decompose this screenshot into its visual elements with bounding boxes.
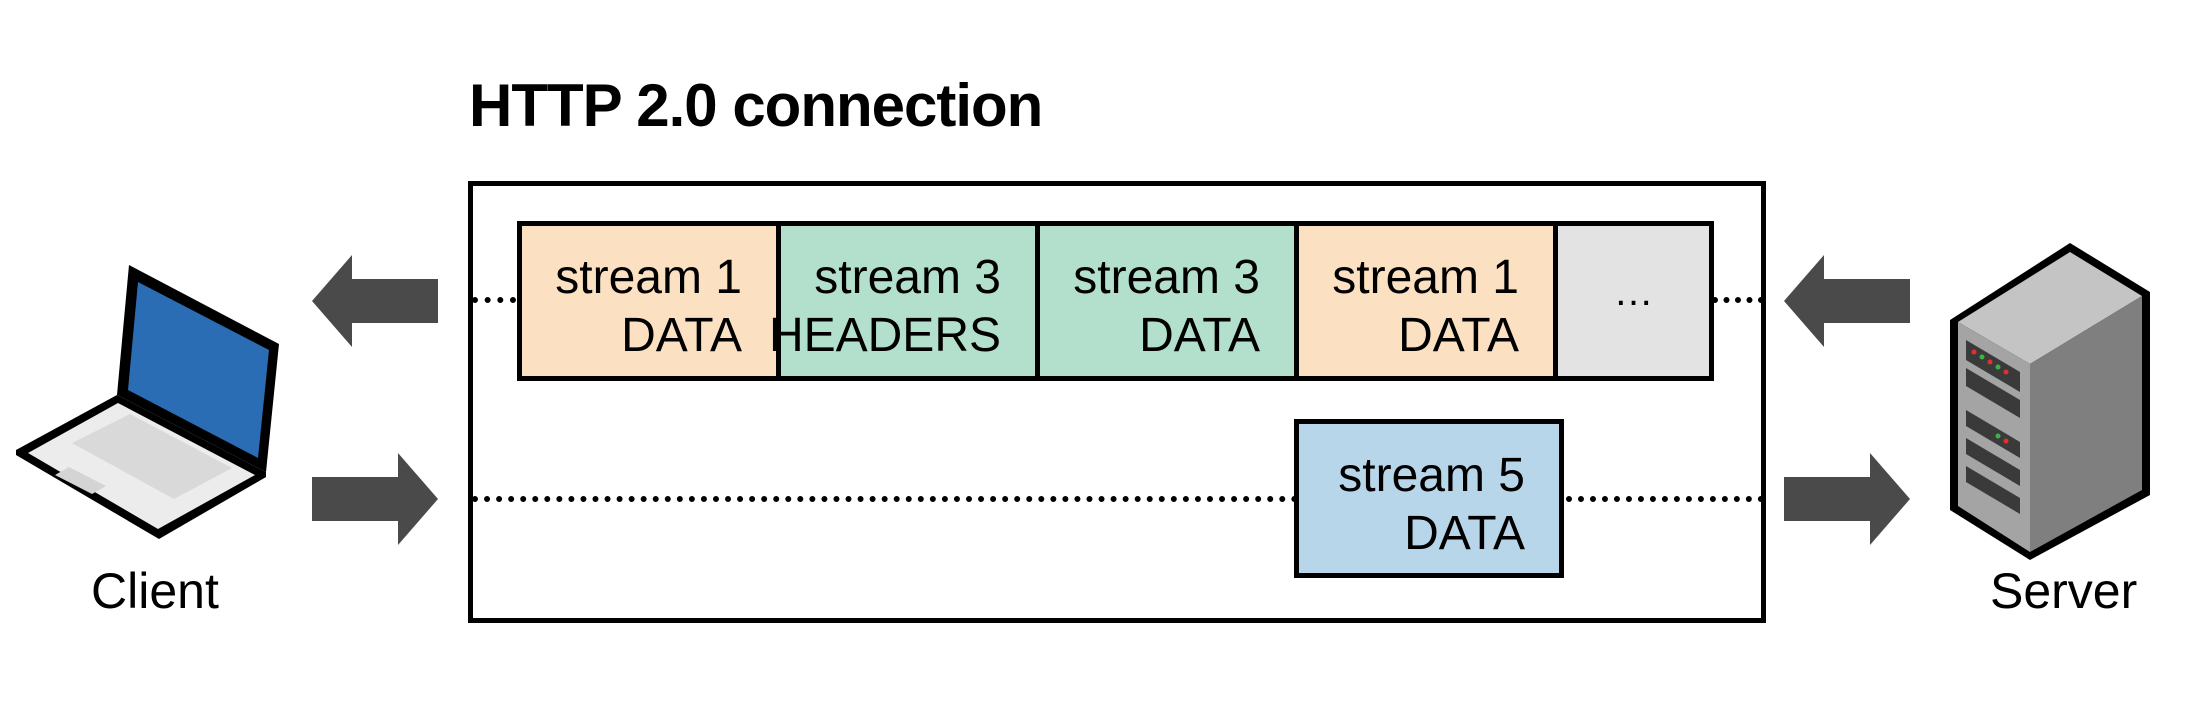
frame-line1: stream 3	[1073, 251, 1260, 304]
arrow-left-icon	[1784, 255, 1910, 347]
arrow-right-shape	[1784, 453, 1910, 545]
frame-ellipsis: …	[1553, 221, 1714, 381]
frame-line2: DATA	[1139, 309, 1260, 362]
bottom-line-right-dots	[1566, 496, 1764, 502]
frame-line2: DATA	[1404, 507, 1525, 560]
laptop-icon	[16, 265, 279, 539]
arrow-right-icon	[1784, 453, 1910, 545]
frame-line1: stream 1	[555, 251, 742, 304]
frame-line2: HEADERS	[768, 309, 1001, 362]
frame-stream3-data: stream 3 DATA	[1035, 221, 1299, 381]
arrow-left-icon	[312, 255, 438, 347]
top-line-left-dots	[472, 297, 516, 303]
arrow-left-shape	[1784, 255, 1910, 347]
ellipsis-text: …	[1613, 270, 1654, 314]
frame-stream5-data: stream 5 DATA	[1294, 419, 1564, 578]
frame-line1: stream 5	[1338, 449, 1525, 502]
arrow-left-shape	[312, 255, 438, 347]
frame-stream1-data-2: stream 1 DATA	[1294, 221, 1558, 381]
arrow-right-icon	[312, 453, 438, 545]
frame-line2: DATA	[1398, 309, 1519, 362]
frame-line1: stream 1	[1332, 251, 1519, 304]
frame-line2: DATA	[621, 309, 742, 362]
server-label: Server	[1990, 563, 2138, 619]
frame-stream3-headers: stream 3 HEADERS	[769, 221, 1040, 381]
client-label: Client	[91, 563, 219, 619]
top-line-right-dots	[1712, 297, 1764, 303]
arrow-right-shape	[312, 453, 438, 545]
frame-stream1-data: stream 1 DATA	[517, 221, 781, 381]
server-icon	[1950, 243, 2150, 560]
bottom-line-left-dots	[472, 496, 1298, 502]
frame-line1: stream 3	[814, 251, 1001, 304]
connection-box	[468, 181, 1766, 623]
diagram-title: HTTP 2.0 connection	[469, 72, 1043, 139]
